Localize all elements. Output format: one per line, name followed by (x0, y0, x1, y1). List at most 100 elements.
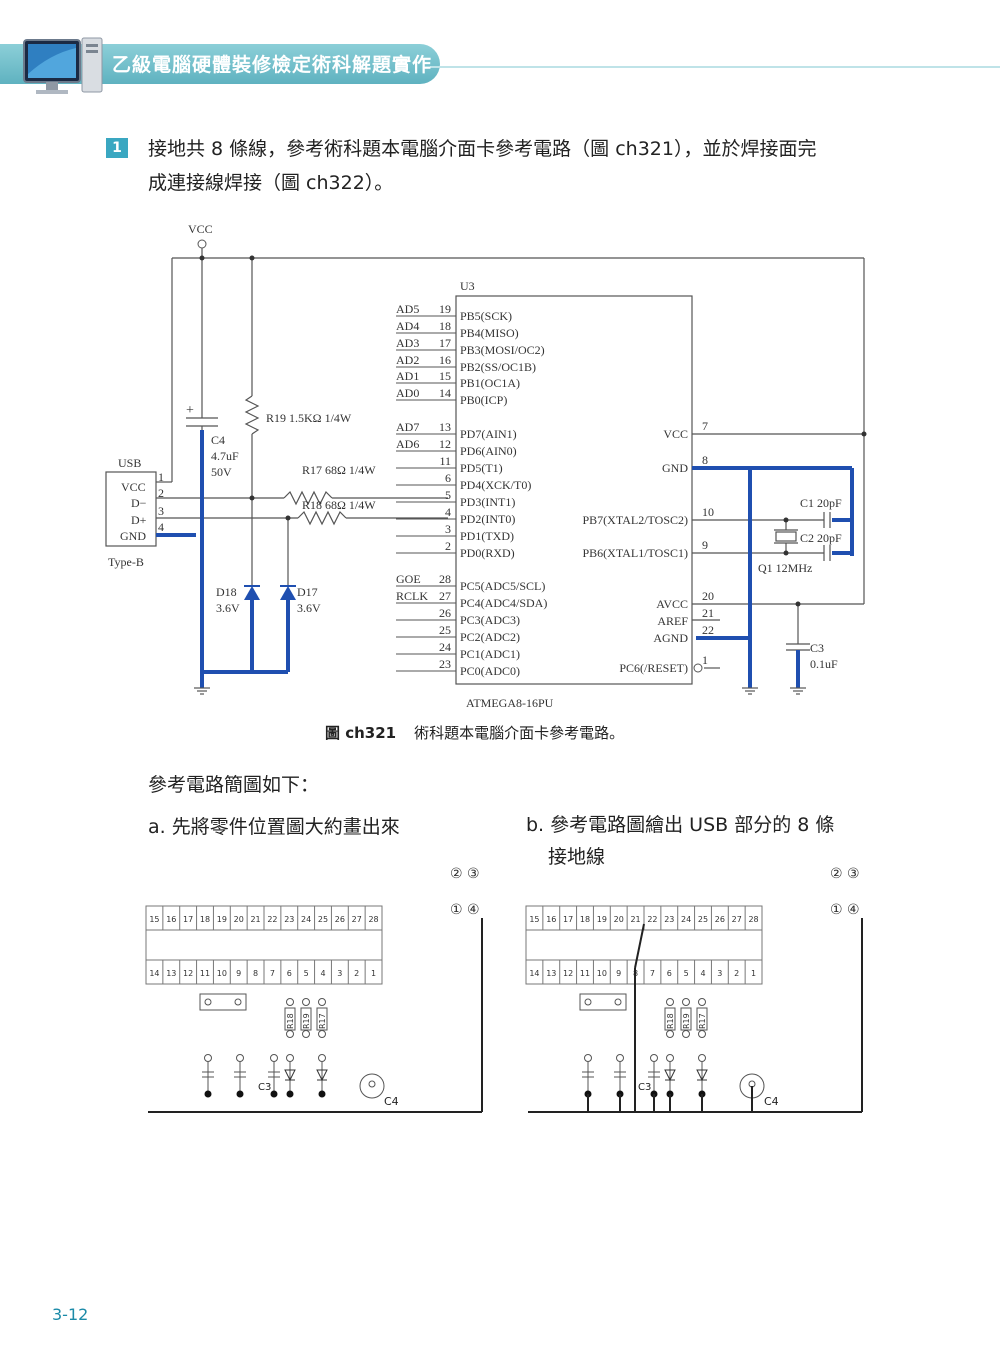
chip-pin-number: 3 (445, 522, 451, 536)
chip-pin-name: PD1(TXD) (460, 529, 514, 543)
usb-pins-top-marker: ② ③ (450, 866, 480, 882)
bottom-pin-number: 10 (217, 969, 227, 978)
usb-pin-dplus: D+ (131, 513, 147, 527)
usb-pin-dminus: D− (131, 496, 147, 510)
chip-pin-number: 28 (439, 572, 451, 586)
sub-b-title-line1: b. 參考電路圖繪出 USB 部分的 8 條 (526, 814, 835, 836)
chip-pin-name: PD0(RXD) (460, 546, 515, 560)
reference-title: 參考電路簡圖如下： (148, 774, 320, 796)
chip-left-pin-lines (396, 315, 456, 672)
chip-net-label: RCLK (396, 589, 428, 603)
bottom-pin-number: 2 (354, 969, 359, 978)
chapter-title: 乙級電腦硬體裝修檢定術科解題實作 (112, 54, 433, 76)
resistor-pad (698, 998, 706, 1006)
chip-net-label: AD4 (396, 319, 419, 333)
crystal-pad (234, 998, 242, 1006)
chip-pin-name: PD7(AIN1) (460, 427, 517, 441)
chip-pin-number: 5 (445, 488, 451, 502)
resistor-label: R19 (682, 1013, 691, 1029)
bottom-pin-number: 13 (166, 969, 176, 978)
top-pin-number: 21 (250, 915, 260, 924)
top-pin-number: 19 (597, 915, 607, 924)
u3-label: U3 (460, 279, 475, 293)
chip-net-label: AD1 (396, 369, 419, 383)
chip-pin-number: 16 (439, 353, 451, 367)
chip-pin-name: PC0(ADC0) (460, 664, 520, 678)
top-pin-number: 28 (368, 915, 378, 924)
figure-caption-text: 術科題本電腦介面卡參考電路。 (414, 724, 625, 742)
d17-diode-icon (280, 586, 296, 600)
diode-icon (316, 1069, 328, 1082)
usb-pins-bottom-marker: ① ④ (830, 902, 860, 918)
chip-pin-name: PD2(INT0) (460, 512, 515, 526)
top-pin-number: 20 (614, 915, 624, 924)
chip-pin-name: PC4(ADC4/SDA) (460, 596, 547, 610)
bottom-pin-number: 4 (700, 969, 705, 978)
usb-pin-vcc: VCC (121, 480, 146, 494)
component-pad (616, 1054, 624, 1062)
component-pad (698, 1054, 706, 1062)
top-pin-number: 20 (234, 915, 244, 924)
usb-pins-bottom-marker: ① ④ (450, 902, 480, 918)
chip-pin-number: 13 (439, 420, 451, 434)
resistor-label: R17 (698, 1013, 707, 1029)
chip-pin-number: 12 (439, 437, 451, 451)
vcc-terminal (197, 239, 207, 249)
usb-type-label: Type-B (108, 555, 144, 569)
chip-pin-number: 23 (439, 657, 451, 671)
d17-name: D17 (297, 585, 318, 599)
page-number: 3-12 (52, 1305, 89, 1324)
chip-pin-name: PB4(MISO) (460, 326, 519, 340)
component-pad (286, 1054, 294, 1062)
bottom-pin-number: 8 (253, 969, 258, 978)
chip-pin-number: 11 (439, 454, 451, 468)
c4-value: 4.7uF (211, 449, 239, 463)
chip-net-label: AD6 (396, 437, 419, 451)
top-pin-number: 17 (563, 915, 573, 924)
bottom-pin-number: 6 (287, 969, 292, 978)
top-pin-number: 25 (318, 915, 328, 924)
usb-pin-num-4: 4 (158, 520, 164, 534)
solder-point (318, 1090, 326, 1098)
bottom-pin-number: 10 (597, 969, 607, 978)
resistor-pad (666, 998, 674, 1006)
chip-pin-name: PB5(SCK) (460, 309, 512, 323)
layout-diagram-b: 1516171819202122232425262728141312111098… (525, 866, 863, 1113)
crystal-pad (614, 998, 622, 1006)
bottom-pin-number: 1 (751, 969, 756, 978)
step-text-line1: 接地共 8 條線，參考術科題本電腦介面卡參考電路（圖 ch321），並於焊接面完 (148, 138, 817, 160)
bottom-pin-number: 9 (616, 969, 621, 978)
figure-id: 圖 ch321 (325, 724, 397, 742)
bottom-pin-number: 12 (183, 969, 193, 978)
bottom-pin-number: 7 (270, 969, 275, 978)
chip-net-label: AD0 (396, 386, 419, 400)
c4-pad (368, 1080, 376, 1088)
chip-pin-name: PB2(SS/OC1B) (460, 360, 536, 374)
chip-pin-name: PB3(MOSI/OC2) (460, 343, 545, 357)
top-pin-number: 15 (149, 915, 159, 924)
r17-label: R17 68Ω 1/4W (302, 463, 376, 477)
bottom-pin-number: 14 (529, 969, 539, 978)
usb-pin-num-3: 3 (158, 504, 164, 518)
resistor-pad (286, 998, 294, 1006)
step-text-line2: 成連接線焊接（圖 ch322）。 (148, 172, 394, 194)
chip-pin-name: PD3(INT1) (460, 495, 515, 509)
top-pin-number: 21 (630, 915, 640, 924)
resistor-pad (318, 1030, 326, 1038)
d18-value: 3.6V (216, 601, 240, 615)
chip-pin-number: 15 (439, 369, 451, 383)
top-pin-number: 22 (267, 915, 277, 924)
c3-name: C3 (810, 641, 824, 655)
chip-pin-number: 9 (702, 538, 708, 552)
chip-pin-number: 26 (439, 606, 451, 620)
bottom-pin-number: 6 (667, 969, 672, 978)
top-pin-number: 25 (698, 915, 708, 924)
d17-value: 3.6V (297, 601, 321, 615)
chip-right-pin-labels: 7VCC8GND10PB7(XTAL2/TOSC2)9PB6(XTAL1/TOS… (583, 419, 715, 675)
chip-pin-name: PB6(XTAL1/TOSC1) (583, 546, 689, 560)
header-rule (430, 66, 1000, 68)
bottom-pin-number: 3 (337, 969, 342, 978)
chip-pin-name: PC1(ADC1) (460, 647, 520, 661)
resistor-pad (682, 1030, 690, 1038)
